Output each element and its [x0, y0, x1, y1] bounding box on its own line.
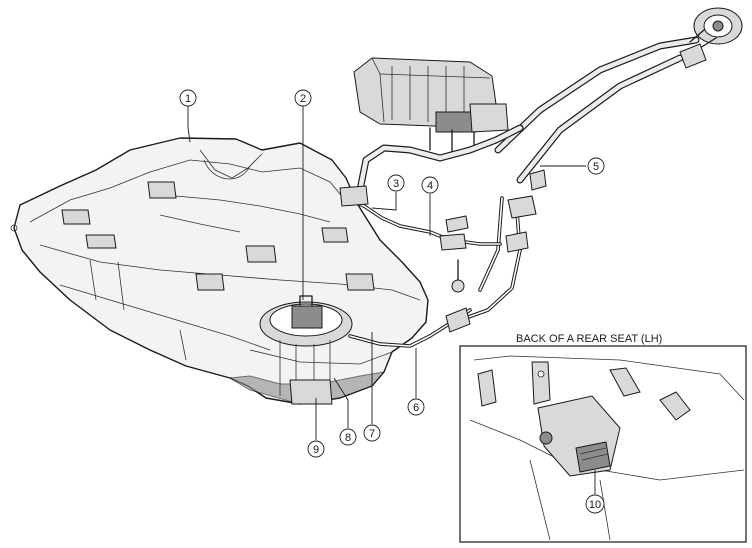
- callout-8-label: 8: [345, 432, 351, 444]
- callout-5-label: 5: [593, 161, 599, 173]
- callout-5-circle: [587, 157, 605, 175]
- callout-6-circle: [407, 398, 425, 416]
- callout-2-circle: [294, 89, 312, 107]
- callout-10: 10: [585, 494, 605, 514]
- callout-10-label: 10: [589, 499, 601, 511]
- callout-2-label: 2: [300, 93, 306, 105]
- callout-7: 7: [363, 424, 381, 442]
- callout-4-label: 4: [427, 180, 433, 192]
- callout-8: 8: [339, 428, 357, 446]
- inset-panel: BACK OF A REAR SEAT (LH): [459, 333, 747, 543]
- fuel-feed-line: [348, 307, 472, 348]
- callout-5: 5: [587, 157, 605, 175]
- callout-9-circle: [307, 440, 325, 458]
- callout-10-circle: [585, 494, 605, 514]
- canister: [353, 57, 509, 153]
- callout-1-label: 1: [185, 93, 191, 105]
- filler-neck: [458, 7, 743, 322]
- callout-9: 9: [307, 440, 325, 458]
- callout-3-circle: [387, 174, 405, 192]
- callout-1-circle: [179, 89, 197, 107]
- callout-3: 3: [387, 174, 405, 192]
- callout-7-circle: [363, 424, 381, 442]
- callout-6-label: 6: [413, 402, 419, 414]
- inset-title: BACK OF A REAR SEAT (LH): [516, 333, 662, 345]
- callout-1: 1: [179, 89, 197, 107]
- callout-3-label: 3: [393, 178, 399, 190]
- callout-9-label: 9: [313, 444, 319, 456]
- leader-lines: [187, 106, 596, 494]
- callout-4: 4: [421, 176, 439, 194]
- vapor-hoses: [339, 124, 524, 293]
- fuel-pump-module: [259, 295, 353, 405]
- callout-7-label: 7: [369, 428, 375, 440]
- callout-2: 2: [294, 89, 312, 107]
- callout-6: 6: [407, 398, 425, 416]
- callout-8-circle: [339, 428, 357, 446]
- callout-4-circle: [421, 176, 439, 194]
